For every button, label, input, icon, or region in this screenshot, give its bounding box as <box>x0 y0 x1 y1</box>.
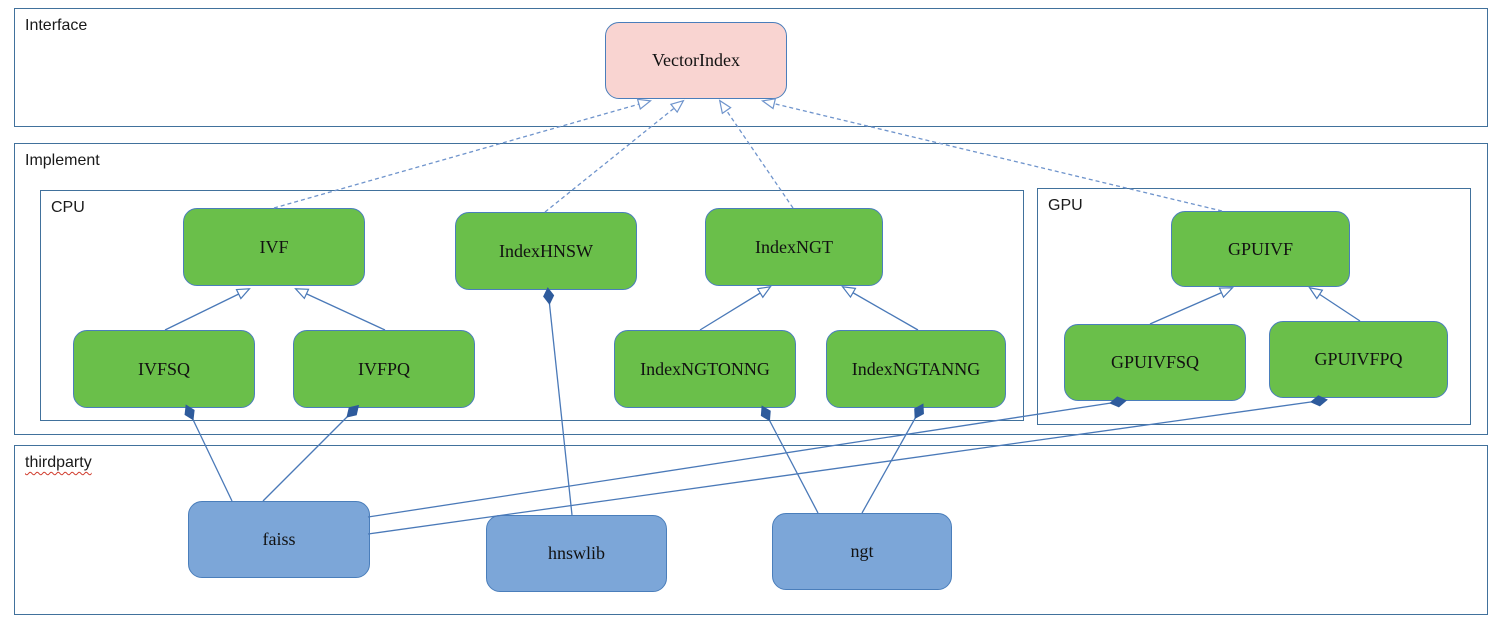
node-ivf: IVF <box>183 208 365 286</box>
node-gpuivf-label: GPUIVF <box>1227 238 1293 259</box>
node-indexngt: IndexNGT <box>705 208 883 286</box>
node-ngt: ngt <box>772 513 952 590</box>
container-thirdparty-label: thirdparty <box>25 454 92 471</box>
container-gpu-label: GPU <box>1048 197 1083 214</box>
node-gpuivfpq: GPUIVFPQ <box>1269 321 1448 398</box>
node-ivfpq-label: IVFPQ <box>357 358 410 379</box>
node-indexngtanng-label: IndexNGTANNG <box>851 358 981 379</box>
node-ivf-label: IVF <box>259 236 289 257</box>
node-gpuivfsq: GPUIVFSQ <box>1064 324 1246 401</box>
container-interface-label: Interface <box>25 17 88 34</box>
node-faiss: faiss <box>188 501 370 578</box>
node-vectorindex-label: VectorIndex <box>652 50 740 70</box>
node-hnswlib-label: hnswlib <box>547 543 605 563</box>
node-gpuivfsq-label: GPUIVFSQ <box>1110 352 1200 372</box>
node-indexhnsw-label: IndexHNSW <box>499 240 593 261</box>
node-indexngt-label: IndexNGT <box>755 236 833 257</box>
node-vectorindex: VectorIndex <box>605 22 787 99</box>
node-indexngtanng: IndexNGTANNG <box>826 330 1006 408</box>
node-gpuivfpq-label: GPUIVFPQ <box>1314 349 1403 369</box>
node-indexngtonng-label: IndexNGTONNG <box>640 358 770 379</box>
node-ivfpq: IVFPQ <box>293 330 475 408</box>
node-indexngtonng: IndexNGTONNG <box>614 330 796 408</box>
node-ivfsq-label: IVFSQ <box>137 358 190 379</box>
node-faiss-label: faiss <box>262 529 296 549</box>
container-implement-label: Implement <box>25 152 100 169</box>
node-hnswlib: hnswlib <box>486 515 667 592</box>
node-ivfsq: IVFSQ <box>73 330 255 408</box>
node-indexhnsw: IndexHNSW <box>455 212 637 290</box>
container-cpu-label: CPU <box>51 199 85 216</box>
node-ngt-label: ngt <box>850 541 874 561</box>
node-gpuivf: GPUIVF <box>1171 211 1350 287</box>
